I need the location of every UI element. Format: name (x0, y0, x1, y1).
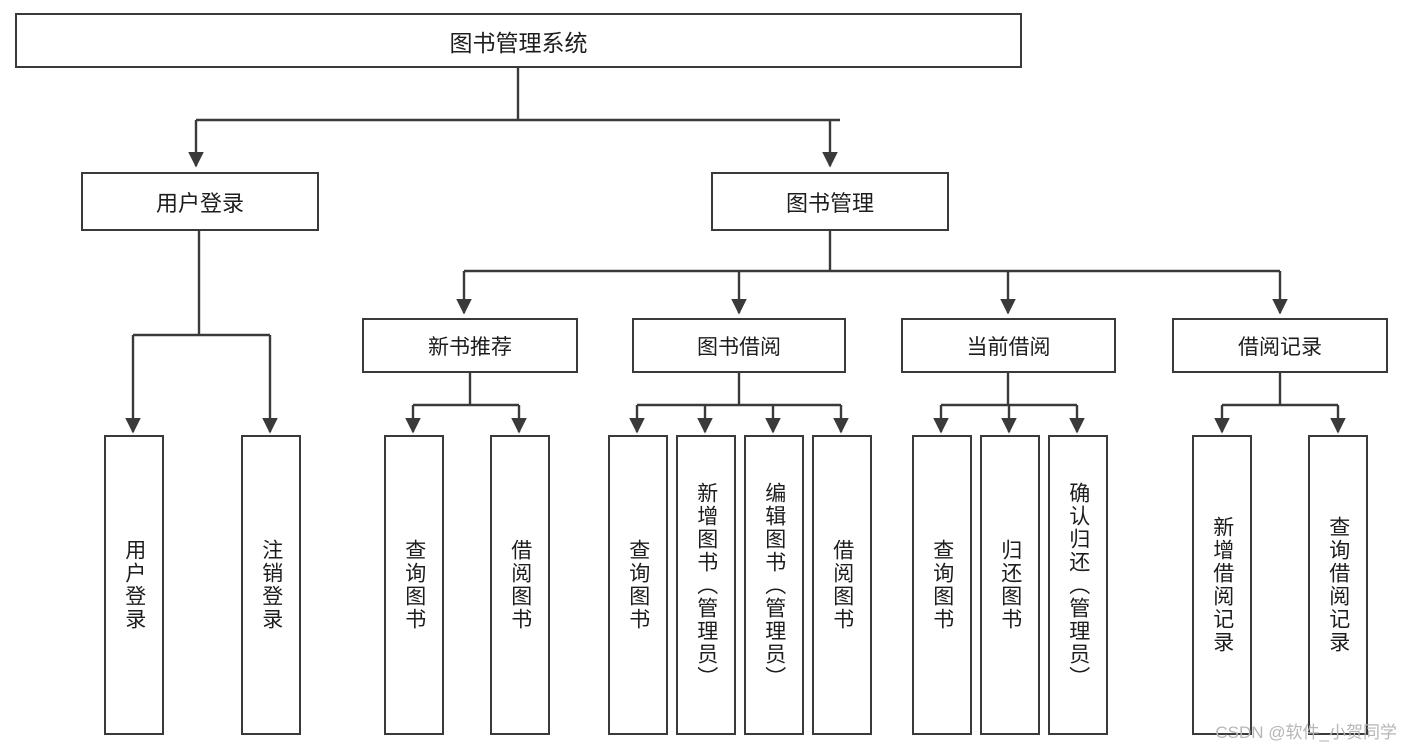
leaf-borrow-book-borrow-book-label: 借阅图书 (830, 539, 854, 631)
node-current-borrow[interactable]: 当前借阅 (901, 318, 1116, 373)
leaf-borrow-book-add-book[interactable]: 新增图书（管理员） (676, 435, 736, 735)
leaf-current-borrow-query-book-label: 查询图书 (930, 539, 954, 631)
leaf-borrow-book-edit-book[interactable]: 编辑图书（管理员） (744, 435, 804, 735)
leaf-borrow-book-query-book-label: 查询图书 (626, 539, 650, 631)
leaf-current-borrow-confirm-return[interactable]: 确认归还（管理员） (1048, 435, 1108, 735)
node-book-borrow-label: 图书借阅 (697, 335, 781, 359)
leaf-borrow-book-borrow-book[interactable]: 借阅图书 (812, 435, 872, 735)
node-book-management-label: 图书管理 (785, 190, 874, 216)
node-current-borrow-label: 当前借阅 (966, 335, 1051, 359)
leaf-user-login-logout-label: 注销登录 (259, 539, 283, 631)
node-book-borrow[interactable]: 图书借阅 (632, 318, 846, 373)
node-borrow-record-label: 借阅记录 (1238, 335, 1322, 359)
node-borrow-record[interactable]: 借阅记录 (1172, 318, 1388, 373)
node-user-login[interactable]: 用户登录 (81, 172, 319, 231)
leaf-current-borrow-return-book-label: 归还图书 (998, 539, 1022, 631)
leaf-borrow-book-edit-book-label: 编辑图书（管理员） (762, 481, 786, 689)
leaf-borrow-book-add-book-label: 新增图书（管理员） (694, 481, 718, 689)
leaf-new-book-borrow-book[interactable]: 借阅图书 (490, 435, 550, 735)
leaf-current-borrow-confirm-return-label: 确认归还（管理员） (1066, 481, 1090, 689)
leaf-borrow-record-add-record[interactable]: 新增借阅记录 (1192, 435, 1252, 735)
node-book-management[interactable]: 图书管理 (711, 172, 949, 231)
leaf-current-borrow-return-book[interactable]: 归还图书 (980, 435, 1040, 735)
node-new-book-recommend[interactable]: 新书推荐 (362, 318, 578, 373)
leaf-new-book-borrow-book-label: 借阅图书 (508, 539, 532, 631)
leaf-current-borrow-query-book[interactable]: 查询图书 (912, 435, 972, 735)
leaf-borrow-record-add-record-label: 新增借阅记录 (1210, 516, 1234, 654)
node-new-book-recommend-label: 新书推荐 (428, 335, 512, 359)
leaf-new-book-query-book[interactable]: 查询图书 (384, 435, 444, 735)
node-user-login-label: 用户登录 (155, 190, 244, 216)
node-root-label: 图书管理系统 (449, 29, 588, 56)
leaf-new-book-query-book-label: 查询图书 (402, 539, 426, 631)
leaf-user-login-logout[interactable]: 注销登录 (241, 435, 301, 735)
csdn-watermark: CSDN @软件_小贺同学 (1215, 723, 1397, 742)
leaf-borrow-record-query-record-label: 查询借阅记录 (1326, 516, 1350, 654)
leaf-user-login-login-label: 用户登录 (122, 539, 146, 631)
leaf-user-login-login[interactable]: 用户登录 (104, 435, 164, 735)
node-root-library-system[interactable]: 图书管理系统 (15, 13, 1022, 68)
leaf-borrow-book-query-book[interactable]: 查询图书 (608, 435, 668, 735)
leaf-borrow-record-query-record[interactable]: 查询借阅记录 (1308, 435, 1368, 735)
